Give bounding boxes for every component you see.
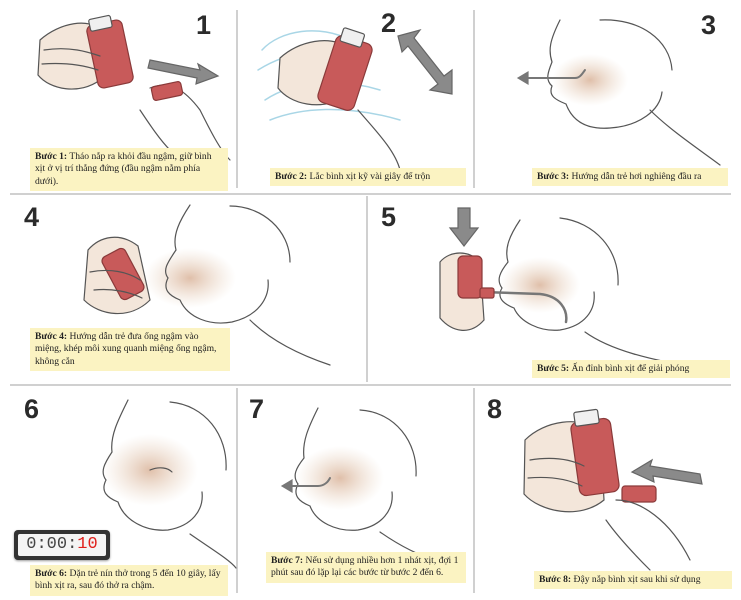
step-caption: Bước 3: Hướng dẫn trẻ hơi nghiêng đầu ra [532,168,728,187]
step-label: Bước 3: [537,171,570,182]
step-label: Bước 4: [35,331,68,342]
divider [366,196,368,382]
stopwatch-display: 0:00:10 [18,534,106,556]
step-caption: Bước 4: Hướng dẫn trẻ đưa ống ngậm vào m… [30,328,230,371]
step-number: 8 [487,394,503,424]
stopwatch-seconds: 10 [77,535,98,554]
divider [236,388,238,593]
divider [10,193,731,195]
step-text: Hướng dẫn trẻ đưa ống ngậm vào miệng, kh… [35,331,217,367]
step-caption: Bước 1: Tháo nắp ra khỏi đầu ngậm, giữ b… [30,148,228,191]
stopwatch: 0:00:10 [14,530,110,560]
step-label: Bước 7: [271,555,304,566]
step-label: Bước 5: [537,363,570,374]
step6-illustration [102,399,237,569]
step4-illustration [83,204,331,366]
divider [473,388,475,593]
step-text: Lắc bình xịt kỹ vài giây để trộn [309,171,431,182]
divider [10,384,731,386]
step5-illustration [439,207,701,369]
step-caption: Bước 8: Đậy nắp bình xịt sau khi sử dụng [534,571,732,590]
step-number: 7 [249,394,265,424]
stopwatch-time: 0:00: [26,535,78,554]
step2-illustration [257,27,453,171]
step-text: Dặn trẻ nín thở trong 5 đến 10 giây, lấy… [35,568,221,592]
divider [473,10,475,188]
step1-illustration [37,14,231,161]
step-number: 6 [24,394,40,424]
step-text: Ấn đỉnh bình xịt để giải phóng [571,363,690,374]
step-text: Tháo nắp ra khỏi đầu ngậm, giữ bình xịt … [35,151,212,187]
step-text: Đậy nắp bình xịt sau khi sử dụng [573,574,701,585]
step-number: 5 [381,202,397,232]
step-caption: Bước 5: Ấn đỉnh bình xịt để giải phóng [532,360,730,379]
step-label: Bước 8: [539,574,572,585]
divider [236,10,238,188]
step7-illustration [280,407,441,563]
step8-illustration [523,408,703,571]
step-caption: Bước 6: Dặn trẻ nín thở trong 5 đến 10 g… [30,565,228,596]
step-number: 3 [701,10,717,40]
step-number: 2 [381,8,397,38]
step-text: Nếu sử dụng nhiều hơn 1 nhát xịt, đợi 1 … [271,555,459,579]
step-number: 1 [196,10,212,40]
step-number: 4 [24,202,40,232]
step-label: Bước 6: [35,568,68,579]
step3-illustration [516,19,721,166]
step-label: Bước 1: [35,151,68,162]
step-text: Hướng dẫn trẻ hơi nghiêng đầu ra [571,171,702,182]
step-caption: Bước 7: Nếu sử dụng nhiều hơn 1 nhát xịt… [266,552,466,583]
step-label: Bước 2: [275,171,308,182]
step-caption: Bước 2: Lắc bình xịt kỹ vài giây để trộn [270,168,466,187]
